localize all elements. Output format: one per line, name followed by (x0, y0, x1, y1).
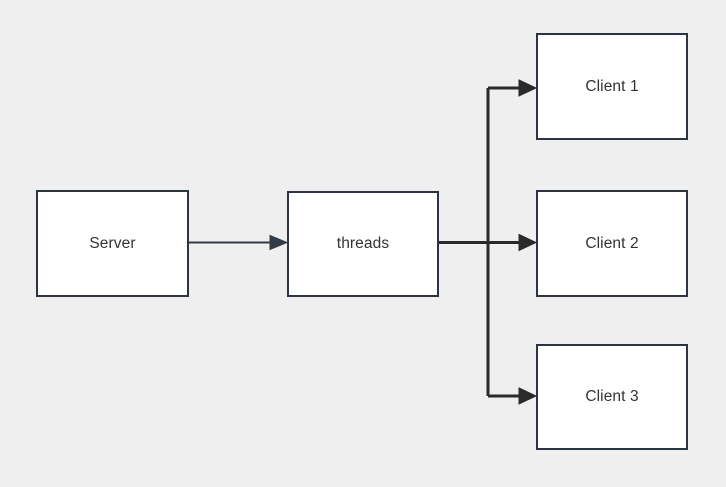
edge-threads-to-client2 (518, 233, 538, 252)
node-client-2[interactable]: Client 2 (536, 190, 688, 297)
node-threads[interactable]: threads (287, 191, 439, 297)
edge-threads-bus (439, 88, 521, 396)
node-server-label: Server (89, 234, 136, 252)
edge-threads-to-client3 (488, 387, 538, 405)
node-threads-label: threads (336, 235, 390, 253)
edge-server-to-threads (189, 234, 289, 251)
node-client-2-label: Client 2 (585, 234, 639, 252)
node-client-3-label: Client 3 (585, 388, 639, 406)
node-client-1[interactable]: Client 1 (536, 33, 688, 140)
node-server[interactable]: Server (36, 190, 189, 297)
edge-threads-to-client1 (488, 79, 538, 97)
node-client-1-label: Client 1 (585, 77, 639, 95)
node-client-3[interactable]: Client 3 (536, 344, 688, 450)
